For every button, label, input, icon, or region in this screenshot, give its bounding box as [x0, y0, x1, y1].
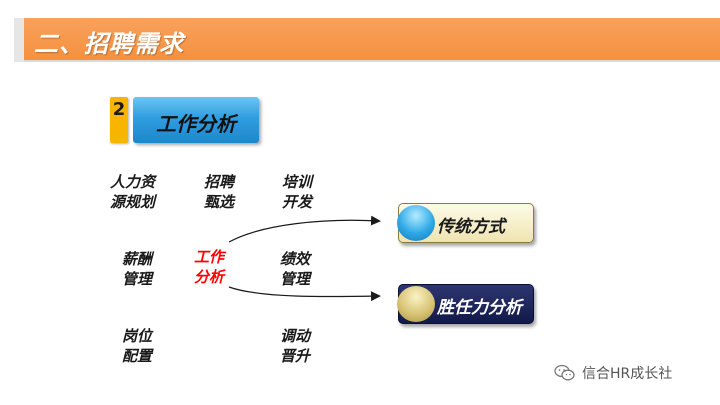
watermark: 信合HR成长社: [554, 363, 672, 383]
method-label: 胜任力分析: [437, 298, 522, 318]
arrow-to-competency: [228, 286, 381, 302]
topic-line: 薪酬: [122, 250, 153, 268]
topic-line: 工作: [194, 248, 225, 266]
topic-line: 开发: [282, 193, 313, 211]
topic-line: 晋升: [280, 347, 311, 365]
section-title-box: 工作分析: [133, 97, 259, 143]
topic-recruitment: 招聘 甄选: [204, 172, 234, 212]
topic-line: 调动: [280, 327, 311, 345]
section-number: 2: [112, 99, 126, 120]
blue-orb-icon: [397, 205, 435, 241]
topic-line: 岗位: [122, 327, 153, 345]
topic-job-analysis: 工作 分析: [194, 247, 224, 287]
topic-line: 培训: [282, 173, 313, 191]
method-competency: 胜任力分析: [397, 284, 534, 324]
topic-line: 配置: [122, 347, 153, 365]
method-traditional: 传统方式: [397, 203, 534, 243]
method-label: 传统方式: [437, 217, 505, 237]
topic-line: 人力资: [110, 173, 156, 191]
wechat-icon: [554, 364, 575, 381]
topic-line: 招聘: [204, 173, 235, 191]
topic-line: 绩效: [280, 250, 311, 268]
watermark-text: 信合HR成长社: [582, 366, 673, 382]
topic-line: 管理: [122, 270, 153, 288]
section-number-badge: 2: [110, 97, 128, 143]
section-title: 工作分析: [156, 112, 236, 136]
topic-transfer: 调动 晋升: [280, 326, 310, 366]
topic-line: 源规划: [110, 193, 156, 211]
gold-orb-icon: [397, 286, 435, 322]
topic-performance: 绩效 管理: [280, 249, 310, 289]
topic-training: 培训 开发: [282, 172, 312, 212]
title-bar: 二、招聘需求: [24, 18, 720, 62]
topic-hr-planning: 人力资 源规划: [110, 172, 155, 212]
topic-line: 管理: [280, 270, 311, 288]
topic-line: 分析: [194, 268, 225, 286]
topic-line: 甄选: [204, 193, 235, 211]
page-title: 二、招聘需求: [34, 30, 184, 58]
topic-position: 岗位 配置: [122, 326, 152, 366]
topic-compensation: 薪酬 管理: [122, 249, 152, 289]
title-bar-shadow: [14, 18, 24, 62]
arrow-to-traditional: [228, 215, 381, 243]
